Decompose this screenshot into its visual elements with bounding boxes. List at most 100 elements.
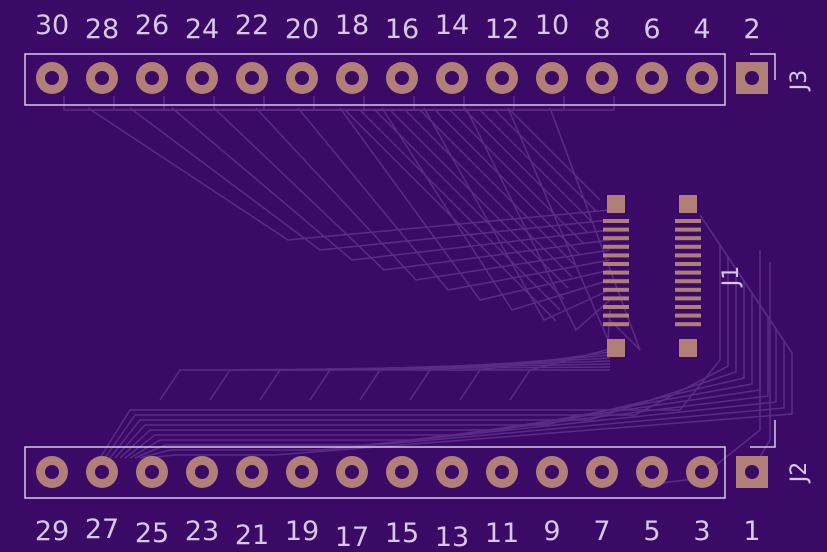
trace <box>381 107 611 311</box>
j3-ref-label: J3 <box>787 70 812 93</box>
j1-right-pin-pad <box>675 219 701 223</box>
j2-pin1-marker <box>750 420 776 448</box>
j3-pin-label: 20 <box>285 14 319 45</box>
j3-drill <box>595 71 609 85</box>
j1-left-pin-pad <box>603 322 629 327</box>
j1-ref-label: J1 <box>719 266 744 289</box>
j1-left-pin-pad <box>603 279 629 284</box>
j1-left-pin-pad <box>603 296 629 301</box>
j2-pin-label: 25 <box>135 518 169 549</box>
trace <box>639 250 761 487</box>
j2-pin-label: 3 <box>693 516 710 547</box>
trace <box>549 107 641 351</box>
j3-pin-label: 6 <box>643 14 660 45</box>
j1-right-pin-pad <box>675 253 701 258</box>
j1-right-mount-pad <box>679 339 697 357</box>
j2-drill <box>595 465 609 479</box>
j3-drill <box>445 71 459 85</box>
j3-pin-label: 10 <box>535 10 569 41</box>
trace <box>339 107 611 301</box>
trace <box>465 107 611 332</box>
j1-right-pin-pad <box>675 287 701 292</box>
j3-drill <box>695 71 709 85</box>
j3-drill <box>195 71 209 85</box>
j3-pin-label: 8 <box>593 14 610 45</box>
j3-drill <box>645 71 659 85</box>
j2-ref-label: J2 <box>787 462 812 485</box>
j2-drill <box>745 465 759 479</box>
j1-left-mount-pad <box>607 195 625 213</box>
j1-left-pin-pad <box>603 227 629 232</box>
j3-pin-label: 26 <box>135 10 169 41</box>
j2-pin-label: 27 <box>85 514 119 545</box>
j1-left-pin-pad <box>603 313 629 318</box>
j2-drill <box>145 465 159 479</box>
j2-pin-label: 11 <box>485 518 519 549</box>
trace <box>129 107 611 251</box>
trace <box>343 96 615 322</box>
trace <box>423 107 611 321</box>
trace <box>63 96 601 201</box>
j1-left-pin-pad <box>603 305 629 309</box>
j3-drill <box>395 71 409 85</box>
j1-right-pin-pad <box>675 279 701 284</box>
j1-right-pin-pad <box>675 236 701 241</box>
j1-right-mount-pad <box>679 195 697 213</box>
trace <box>309 360 611 401</box>
j2-pin-label: 23 <box>185 516 219 547</box>
j3-drill <box>345 71 359 85</box>
j3-pin-label: 2 <box>743 14 760 45</box>
j3-drill <box>95 71 109 85</box>
j1-left-mount-pad <box>607 339 625 357</box>
pads <box>36 62 768 488</box>
trace <box>297 107 611 291</box>
j2-drill <box>645 465 659 479</box>
j3-pin-label: 4 <box>693 14 710 45</box>
j3-drill <box>495 71 509 85</box>
trace <box>459 351 611 401</box>
j2-pin-label: 13 <box>435 522 469 552</box>
j1-left-pin-pad <box>603 219 629 223</box>
j3-drill <box>545 71 559 85</box>
j3-pin-label: 16 <box>385 14 419 45</box>
j3-outline <box>24 53 726 106</box>
j3-drill <box>745 71 759 85</box>
j2-drill <box>495 465 509 479</box>
trace <box>263 96 585 245</box>
j1-right-pin-pad <box>675 305 701 309</box>
trace <box>363 96 577 267</box>
trace <box>403 96 573 278</box>
j2-pin-label: 17 <box>335 522 369 552</box>
j2-drill <box>95 465 109 479</box>
silkscreen <box>24 53 776 499</box>
j3-drill <box>245 71 259 85</box>
trace <box>114 250 745 459</box>
trace <box>144 322 793 459</box>
j2-pin-label: 5 <box>643 516 660 547</box>
j1-right-pin-pad <box>675 296 701 301</box>
j2-drill <box>295 465 309 479</box>
j1-left-pin-pad <box>603 270 629 275</box>
j2-drill <box>45 465 59 479</box>
j2-outline <box>24 446 726 499</box>
trace <box>119 262 753 459</box>
j2-drill <box>345 465 359 479</box>
j2-drill <box>545 465 559 479</box>
j3-pin1-marker <box>750 53 776 80</box>
trace <box>259 363 611 401</box>
j2-drill <box>445 465 459 479</box>
trace <box>373 96 565 300</box>
j1-left-pin-pad <box>603 287 629 292</box>
j2-pin-label: 29 <box>35 516 69 547</box>
j3-pin-label: 18 <box>335 10 369 41</box>
j1-right-pin-pad <box>675 227 701 232</box>
j1-right-pin-pad <box>675 313 701 318</box>
j3-pin-label: 14 <box>435 10 469 41</box>
trace <box>104 226 729 459</box>
j2-pin-label: 21 <box>235 520 269 551</box>
traces <box>63 96 793 487</box>
trace <box>209 366 611 401</box>
j2-drill <box>395 465 409 479</box>
trace <box>87 107 611 241</box>
